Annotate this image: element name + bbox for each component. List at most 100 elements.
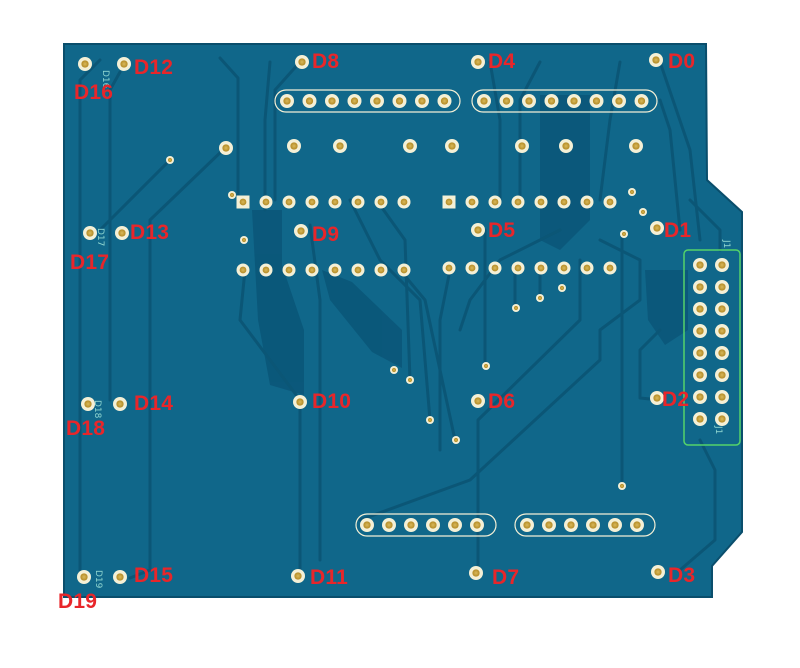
right-header-pad [715, 390, 729, 404]
ic-pad [305, 195, 319, 209]
pin-label-d2: D2 [662, 388, 690, 411]
ic-pad [397, 195, 411, 209]
ic-pad [534, 261, 548, 275]
ic-pad [511, 195, 525, 209]
pin-pad [650, 391, 664, 405]
component-pad [445, 139, 459, 153]
pin-pad [471, 55, 485, 69]
component-pad [287, 139, 301, 153]
right-header-pad [693, 324, 707, 338]
component-pad [515, 139, 529, 153]
right-header-pad [693, 390, 707, 404]
header-pad [564, 518, 578, 532]
pin-pad [293, 395, 307, 409]
header-pad [586, 518, 600, 532]
right-header-pad [693, 412, 707, 426]
ic-pad [557, 195, 571, 209]
header-silkscreen-strip [471, 89, 658, 113]
via-pad [166, 156, 174, 164]
via-pad [628, 188, 636, 196]
pin-pad [78, 57, 92, 71]
header-pad [370, 94, 384, 108]
solder-pads [77, 53, 729, 584]
header-pad [630, 518, 644, 532]
ic-pad [328, 195, 342, 209]
svg-text:D18: D18 [92, 400, 102, 419]
pin-pad [291, 569, 305, 583]
copper-traces [78, 56, 722, 580]
header-pad [360, 518, 374, 532]
via-pad [639, 208, 647, 216]
ic-pad [488, 195, 502, 209]
header-pad [612, 94, 626, 108]
right-header-pad [693, 368, 707, 382]
right-header-pad [693, 280, 707, 294]
ic-pad [465, 195, 479, 209]
pin-label-d12: D12 [134, 56, 174, 79]
right-header-pad [715, 302, 729, 316]
ic-pad [305, 263, 319, 277]
pin-label-d13: D13 [130, 221, 170, 244]
pin-label-d16: D16 [74, 81, 114, 104]
right-header-pad [715, 412, 729, 426]
pin-label-d14: D14 [134, 392, 174, 415]
ic-pad [351, 195, 365, 209]
ic-pad [282, 263, 296, 277]
ic-pad [374, 195, 388, 209]
via-pad [618, 482, 626, 490]
pin-pad [115, 226, 129, 240]
ic-pad [442, 195, 456, 209]
header-pad [520, 518, 534, 532]
ic-pad [603, 195, 617, 209]
pin-pad [294, 224, 308, 238]
pin-pad [471, 394, 485, 408]
pin-pad [113, 397, 127, 411]
svg-text:D17: D17 [95, 228, 105, 246]
ic-pad [580, 195, 594, 209]
ic-pad [442, 261, 456, 275]
header-pad [347, 94, 362, 108]
right-header-pad [715, 258, 729, 272]
via-pad [620, 230, 628, 238]
ic-pad [511, 261, 525, 275]
header-pad [280, 94, 294, 108]
via-pad [558, 284, 566, 292]
ic-pad [259, 263, 273, 277]
via-pad [426, 416, 434, 424]
header-pad [608, 518, 622, 532]
pin-pad [83, 226, 97, 240]
via-pad [482, 362, 490, 370]
silkscreen-marks: D16 D17 D18 D19 J1 J1 [92, 70, 731, 589]
via-pad [406, 376, 414, 384]
component-pad [629, 139, 643, 153]
component-pad [559, 139, 573, 153]
pin-label-d3: D3 [668, 564, 696, 587]
header-pad [542, 518, 556, 532]
pin-pad [295, 55, 309, 69]
pin-label-d15: D15 [134, 564, 174, 587]
pin-label-d9: D9 [312, 223, 340, 246]
header-pad [426, 518, 440, 532]
svg-text:J1: J1 [721, 239, 731, 248]
pin-label-d8: D8 [312, 50, 340, 73]
header-pad [437, 94, 452, 108]
header-pad [325, 94, 339, 108]
ic-pad [236, 195, 250, 209]
pin-label-d18: D18 [66, 417, 106, 440]
header-pad [404, 518, 418, 532]
ic-pad [465, 261, 479, 275]
ic-pad [282, 195, 296, 209]
header-silkscreen-strip [274, 89, 461, 113]
right-header-pad [693, 258, 707, 272]
header-pad [544, 94, 559, 108]
header-pad [415, 94, 429, 108]
svg-text:J1: J1 [713, 425, 723, 434]
header-pad [634, 94, 649, 108]
component-pad [219, 141, 233, 155]
svg-text:D19: D19 [93, 570, 103, 589]
ic-pad [488, 261, 502, 275]
component-pad [333, 139, 347, 153]
pin-pad [113, 570, 127, 584]
